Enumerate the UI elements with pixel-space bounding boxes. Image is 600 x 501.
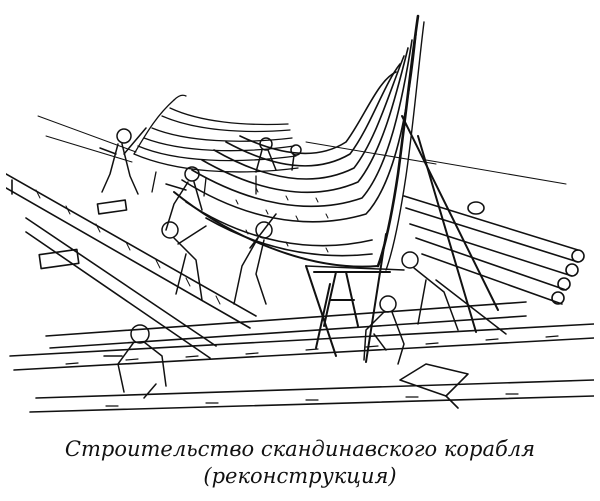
worker-5 [305, 251, 507, 335]
background-lines [37, 115, 567, 185]
worker-6 [363, 295, 405, 365]
sawhorse [313, 271, 391, 327]
distant-ship [133, 94, 299, 197]
hull-supports [305, 115, 499, 363]
worker-2 [165, 166, 203, 231]
figure-caption: Строительство скандинавского корабля (ре… [0, 436, 600, 490]
worker-4 [233, 213, 277, 305]
caption-line-1: Строительство скандинавского корабля [64, 437, 536, 461]
worker-8 [255, 137, 277, 173]
caption-line-2: (реконструкция) [203, 464, 397, 488]
worker-3 [161, 221, 207, 301]
main-ship-hull [173, 14, 425, 271]
left-timbers [6, 173, 257, 359]
worker-7 [103, 324, 167, 399]
ship-building-illustration [6, 14, 594, 413]
log-pile [403, 195, 585, 305]
worker-9 [290, 144, 302, 171]
workers [99, 127, 507, 399]
worker-background-left [99, 127, 147, 195]
foreground-planks [9, 301, 594, 413]
